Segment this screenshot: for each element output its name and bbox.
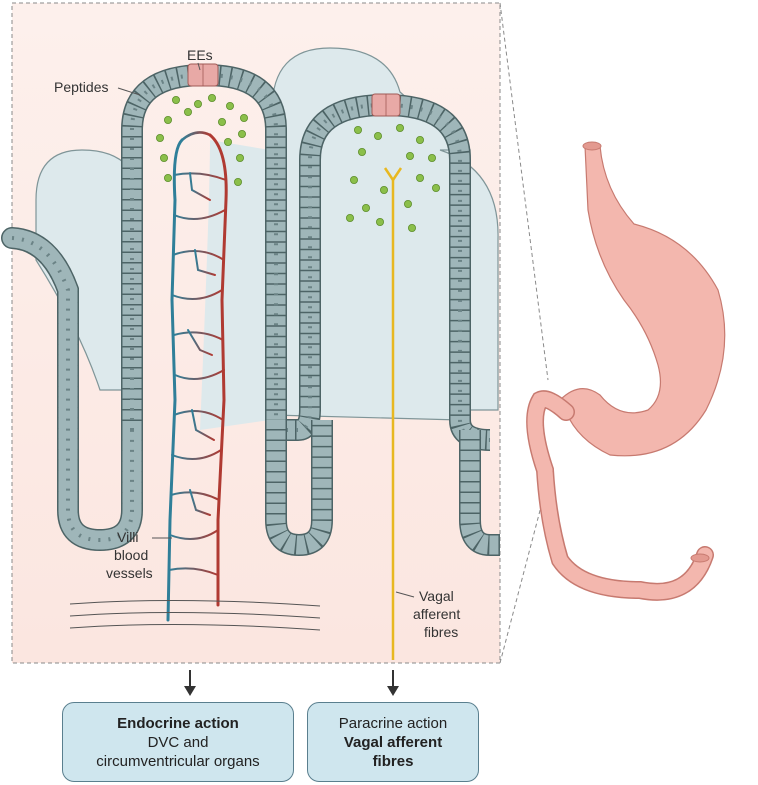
peptide-granule — [224, 138, 231, 145]
peptide-granule — [416, 174, 423, 181]
peptide-granule — [164, 174, 171, 181]
peptide-granule — [428, 154, 435, 161]
paracrine-action-line1: Paracrine action — [339, 714, 447, 733]
peptide-granule — [362, 204, 369, 211]
endocrine-action-title: Endocrine action — [117, 714, 239, 733]
peptide-granule — [238, 130, 245, 137]
peptide-granule — [380, 186, 387, 193]
peptide-granule — [404, 200, 411, 207]
arrow-endocrine — [184, 670, 196, 696]
arrow-paracrine — [387, 670, 399, 696]
peptide-granule — [406, 152, 413, 159]
peptide-granule — [408, 224, 415, 231]
peptide-granule — [172, 96, 179, 103]
svg-text:Vagal: Vagal — [419, 588, 454, 604]
peptide-granule — [164, 116, 171, 123]
endocrine-action-line1: DVC and — [148, 733, 209, 752]
svg-text:Villi: Villi — [117, 529, 139, 545]
peptides-label: Peptides — [54, 79, 108, 95]
svg-text:blood: blood — [114, 547, 148, 563]
ee-cell-paracrine — [372, 94, 400, 116]
peptide-granule — [184, 108, 191, 115]
peptide-granule — [160, 154, 167, 161]
stomach-illustration — [535, 142, 725, 592]
peptide-granule — [194, 100, 201, 107]
peptide-granule — [240, 114, 247, 121]
peptide-granule — [432, 184, 439, 191]
zoom-projection-lines — [500, 3, 548, 663]
peptide-granule — [226, 102, 233, 109]
peptide-granule — [236, 154, 243, 161]
peptide-granule — [156, 134, 163, 141]
svg-text:vessels: vessels — [106, 565, 153, 581]
peptide-granule — [354, 126, 361, 133]
peptide-granule — [396, 124, 403, 131]
peptide-granule — [234, 178, 241, 185]
ee-cell-endocrine — [188, 64, 218, 86]
ees-label: EEs — [187, 47, 213, 63]
peptide-granule — [350, 176, 357, 183]
peptide-granule — [346, 214, 353, 221]
paracrine-action-line2: Vagal afferent — [344, 733, 442, 752]
peptide-granule — [208, 94, 215, 101]
svg-text:afferent: afferent — [413, 606, 460, 622]
peptide-granule — [218, 118, 225, 125]
svg-text:fibres: fibres — [424, 624, 458, 640]
peptide-granule — [376, 218, 383, 225]
endocrine-action-line2: circumventricular organs — [96, 752, 259, 771]
peptide-granule — [374, 132, 381, 139]
endocrine-action-box: Endocrine action DVC and circumventricul… — [62, 702, 294, 782]
paracrine-action-box: Paracrine action Vagal afferent fibres — [307, 702, 479, 782]
paracrine-action-line3: fibres — [373, 752, 414, 771]
peptide-granule — [358, 148, 365, 155]
peptide-granule — [416, 136, 423, 143]
